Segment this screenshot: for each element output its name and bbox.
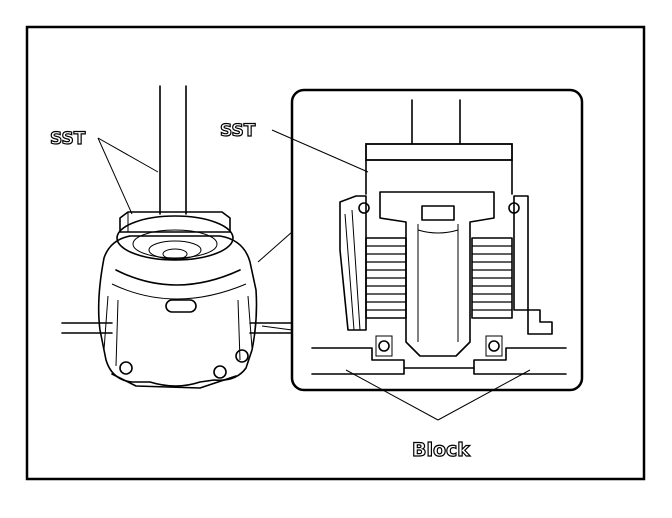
block-right bbox=[473, 347, 567, 375]
housing-illustration bbox=[61, 85, 293, 389]
clutch-pack-right bbox=[471, 237, 513, 319]
leader-lines bbox=[97, 129, 531, 421]
cross-section-detail bbox=[290, 88, 584, 392]
detail-frame bbox=[290, 88, 584, 392]
sst-shaft bbox=[159, 85, 187, 215]
sst-press-plate bbox=[365, 143, 513, 161]
sst-label-left: SST bbox=[50, 129, 86, 149]
housing-body bbox=[97, 235, 258, 387]
clutch-pack-left bbox=[365, 237, 407, 319]
block-label: Block bbox=[412, 439, 470, 461]
sst-label-right: SST bbox=[220, 121, 256, 141]
block-left bbox=[311, 347, 405, 375]
